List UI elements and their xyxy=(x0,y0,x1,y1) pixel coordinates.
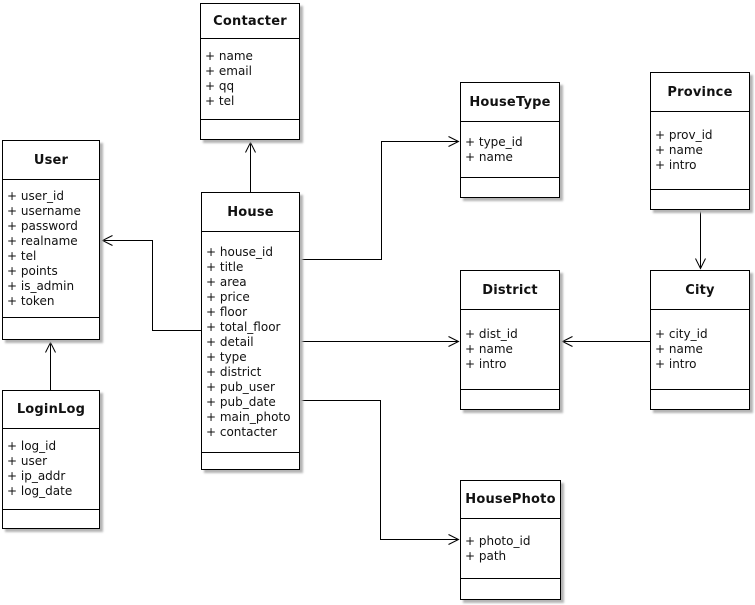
class-loginlog[interactable]: LoginLog+ log_id+ user+ ip_addr+ log_dat… xyxy=(2,390,100,529)
attribute-log_id: + log_id xyxy=(7,439,57,453)
attribute-tel: + tel xyxy=(205,94,235,108)
attribute-type_id: + type_id xyxy=(465,134,523,149)
class-user[interactable]: User+ user_id+ username+ password+ realn… xyxy=(2,140,100,340)
attribute-ip_addr: + ip_addr xyxy=(7,469,66,483)
attribute-pub_user: + pub_user xyxy=(206,379,275,394)
attribute-intro: + intro xyxy=(465,357,507,371)
attribute-compartment: + user_id+ username+ password+ realname+… xyxy=(3,180,99,318)
attribute-tel: + tel xyxy=(7,248,37,263)
attribute-main_photo: + main_photo xyxy=(206,409,291,424)
attribute-compartment: + name+ email+ qq+ tel xyxy=(201,39,299,120)
attribute-name: + name xyxy=(465,149,513,164)
attribute-compartment: + prov_id+ name+ intro xyxy=(651,112,749,190)
attribute-district: + district xyxy=(206,364,262,379)
class-name-label: Province xyxy=(651,73,749,112)
class-name-label: Contacter xyxy=(201,4,299,39)
attribute-dist_id: + dist_id xyxy=(465,327,518,341)
attribute-photo_id: + photo_id xyxy=(465,533,531,548)
class-name-label: User xyxy=(3,141,99,180)
class-name-label: House xyxy=(202,193,299,232)
attribute-is_admin: + is_admin xyxy=(7,278,75,293)
attribute-intro: + intro xyxy=(655,158,697,172)
edge-house-to-housephoto[interactable] xyxy=(299,400,460,545)
attribute-log_date: + log_date xyxy=(7,484,73,498)
attribute-name: + name xyxy=(655,143,703,157)
methods-compartment-empty xyxy=(651,390,749,409)
attribute-name: + name xyxy=(205,49,253,63)
attribute-email: + email xyxy=(205,64,252,78)
class-district[interactable]: District+ dist_id+ name+ intro xyxy=(460,270,560,410)
attribute-username: + username xyxy=(7,203,81,218)
class-city[interactable]: City+ city_id+ name+ intro xyxy=(650,270,750,410)
attribute-contacter: + contacter xyxy=(206,424,278,439)
class-name-label: LoginLog xyxy=(3,391,99,429)
attribute-compartment: + city_id+ name+ intro xyxy=(651,310,749,390)
class-housetype[interactable]: HouseType+ type_id+ name xyxy=(460,82,560,198)
attribute-pub_date: + pub_date xyxy=(206,394,276,409)
edge-house-to-user[interactable] xyxy=(101,235,202,331)
edge-house-to-housetype[interactable] xyxy=(299,136,460,260)
attribute-compartment: + dist_id+ name+ intro xyxy=(461,310,559,390)
attribute-realname: + realname xyxy=(7,233,78,248)
attribute-token: + token xyxy=(7,293,55,308)
attribute-type: + type xyxy=(206,349,247,364)
methods-compartment-empty xyxy=(461,178,559,197)
attribute-house_id: + house_id xyxy=(206,244,274,259)
attribute-compartment: + log_id+ user+ ip_addr+ log_date xyxy=(3,429,99,510)
attribute-name: + name xyxy=(655,342,703,356)
attribute-price: + price xyxy=(206,289,250,304)
attribute-path: + path xyxy=(465,548,507,563)
attribute-password: + password xyxy=(7,218,78,233)
attribute-intro: + intro xyxy=(655,357,697,371)
methods-compartment-empty xyxy=(201,120,299,139)
attribute-points: + points xyxy=(7,263,58,278)
attribute-user: + user xyxy=(7,454,48,468)
attribute-floor: + floor xyxy=(206,304,248,319)
class-contacter[interactable]: Contacter+ name+ email+ qq+ tel xyxy=(200,3,300,140)
class-name-label: HouseType xyxy=(461,83,559,122)
methods-compartment-empty xyxy=(651,190,749,209)
attribute-detail: + detail xyxy=(206,334,254,349)
class-housephoto[interactable]: HousePhoto+ photo_id+ path xyxy=(460,480,561,600)
attribute-area: + area xyxy=(206,274,247,289)
attribute-city_id: + city_id xyxy=(655,327,708,341)
methods-compartment-empty xyxy=(202,453,299,469)
class-house[interactable]: House+ house_id+ title+ area+ price+ flo… xyxy=(201,192,300,470)
attribute-total_floor: + total_floor xyxy=(206,319,281,334)
methods-compartment-empty xyxy=(461,390,559,409)
methods-compartment-empty xyxy=(3,510,99,528)
attribute-compartment: + type_id+ name xyxy=(461,122,559,178)
class-name-label: HousePhoto xyxy=(461,481,560,519)
attribute-qq: + qq xyxy=(205,79,235,93)
attribute-compartment: + photo_id+ path xyxy=(461,519,560,579)
methods-compartment-empty xyxy=(461,579,560,599)
methods-compartment-empty xyxy=(3,318,99,339)
attribute-name: + name xyxy=(465,342,513,356)
class-province[interactable]: Province+ prov_id+ name+ intro xyxy=(650,72,750,210)
class-name-label: City xyxy=(651,271,749,310)
attribute-user_id: + user_id xyxy=(7,188,64,203)
attribute-title: + title xyxy=(206,259,244,274)
attribute-prov_id: + prov_id xyxy=(655,128,713,142)
attribute-compartment: + house_id+ title+ area+ price+ floor+ t… xyxy=(202,232,299,453)
class-name-label: District xyxy=(461,271,559,310)
